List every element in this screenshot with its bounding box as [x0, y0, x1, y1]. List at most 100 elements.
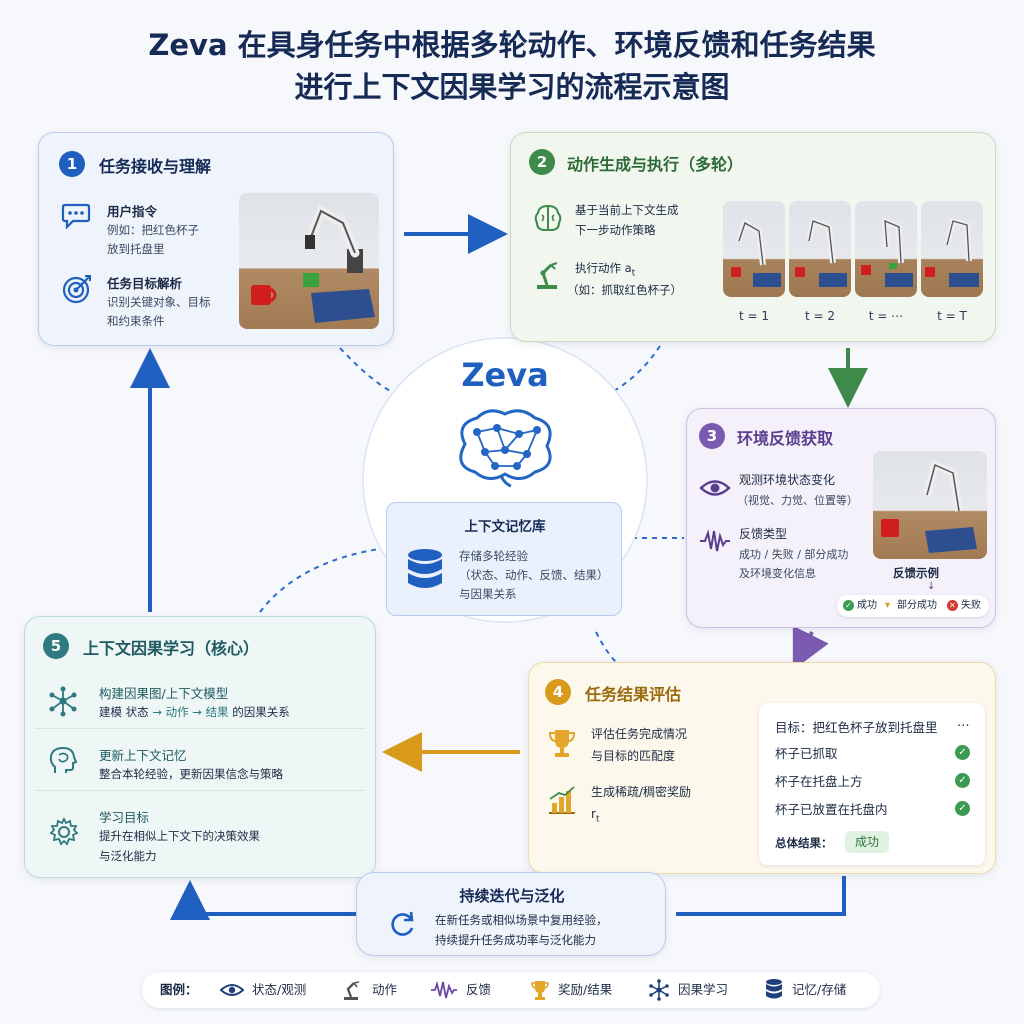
step-3-item-1-title: 观测环境状态变化	[739, 473, 836, 487]
timestep-label-3: t = ⋯	[868, 309, 904, 323]
check-3-icon: ✓	[955, 801, 970, 816]
step-2-card: 2 动作生成与执行（多轮） 基于当前上下文生成 下一步动作策略 执行动作 at …	[510, 132, 996, 342]
step-4-item-1-sub-1: 评估任务完成情况	[591, 727, 688, 741]
step-3-number: 3	[699, 423, 725, 449]
page-title: Zeva 在具身任务中根据多轮动作、环境反馈和任务结果 进行上下文因果学习的流程…	[0, 24, 1024, 108]
reward-symbol: r	[591, 807, 596, 821]
causal-state: 建模 状态	[99, 705, 149, 719]
frame-t1	[723, 201, 785, 297]
waveform-icon	[700, 529, 730, 552]
step-5-number: 5	[43, 633, 69, 659]
frame-t2	[789, 201, 851, 297]
step-1-item-2-sub-1: 识别关键对象、目标	[107, 295, 211, 309]
step-5-card: 5 上下文因果学习（核心） 构建因果图/上下文模型 建模 状态 → 动作 → 结…	[24, 616, 376, 878]
causal-arrow-1: →	[152, 705, 162, 719]
robot-scene-drawing	[251, 204, 375, 323]
step-5-item-1-title: 构建因果图/上下文模型	[99, 686, 229, 701]
continue-loop-left	[170, 880, 356, 920]
title-line-2: 进行上下文因果学习的流程示意图	[294, 70, 730, 104]
step-2-item-2-title-subscript: t	[631, 268, 636, 279]
bar-chart-icon	[549, 786, 575, 814]
step-2-item-2-sub: （如：抓取红色杯子）	[567, 283, 682, 297]
gear-icon	[49, 817, 79, 846]
continue-title: 持续迭代与泛化	[459, 887, 565, 905]
overall-label: 总体结果：	[775, 836, 833, 850]
legend-label: 图例：	[160, 982, 198, 997]
trophy-small-icon: ▾	[885, 600, 891, 611]
memory-box: 上下文记忆库 存储多轮经验 （状态、动作、反馈、结果） 与因果关系	[386, 502, 622, 616]
memory-head-icon	[49, 746, 78, 773]
overall-badge: 成功	[845, 831, 889, 853]
step-4-item-2-sub-2: rt	[591, 805, 599, 829]
badge-partial: 部分成功	[897, 600, 937, 611]
step-3-card: 3 环境反馈获取 观测环境状态变化 （视觉、力觉、位置等） 反馈类型 成功 / …	[686, 408, 996, 628]
target-icon	[62, 275, 91, 304]
refresh-icon	[391, 911, 414, 936]
step-5-item-2-title: 更新上下文记忆	[99, 748, 187, 763]
brain-icon	[459, 409, 552, 488]
legend-item-feedback: 反馈	[466, 982, 492, 997]
timestep-label-4: t = T	[937, 309, 967, 323]
arrow-3-to-4	[792, 625, 829, 671]
legend-item-reward: 奖励/结果	[558, 982, 613, 997]
step-2-item-1-sub-2: 下一步动作策略	[575, 223, 656, 237]
eye-icon	[699, 480, 731, 496]
feedback-badges: ✓ 成功 ▾ 部分成功 ✕ 失败	[837, 595, 989, 617]
step-2-item-2-title: 执行动作 at	[575, 259, 635, 283]
check-2-icon: ✓	[955, 773, 970, 788]
title-line-1: Zeva 在具身任务中根据多轮动作、环境反馈和任务结果	[148, 28, 876, 62]
legend-trophy-icon	[531, 981, 549, 1000]
success-check-icon: ✓	[843, 600, 854, 611]
causal-post: 的因果关系	[232, 705, 290, 719]
check-1-icon: ✓	[955, 745, 970, 760]
timestep-label-1: t = 1	[738, 309, 770, 323]
continue-card: 持续迭代与泛化 在新任务或相似场景中复用经验， 持续提升任务成功率与泛化能力	[356, 872, 666, 956]
legend-eye-icon	[220, 984, 244, 996]
center-name: Zeva	[461, 356, 549, 394]
check-item-2: 杯子在托盘上方	[775, 774, 863, 789]
step-5-item-3-sub-2: 与泛化能力	[99, 849, 157, 863]
frame-tT	[921, 201, 983, 297]
feedback-arrow: ↓	[927, 581, 936, 592]
badge-fail: 失败	[961, 600, 981, 611]
step-4-card: 4 任务结果评估 评估任务完成情况 与目标的匹配度 生成稀疏/稠密奖励 rt 目…	[528, 662, 996, 874]
legend-item-action: 动作	[372, 982, 398, 997]
continue-sub-2: 持续提升任务成功率与泛化能力	[435, 933, 596, 947]
memory-sub-1: 存储多轮经验	[459, 549, 528, 563]
memory-sub-3: 与因果关系	[459, 587, 517, 601]
step-1-number: 1	[59, 151, 85, 177]
robot-arm-icon	[537, 262, 558, 289]
continue-sub-1: 在新任务或相似场景中复用经验，	[435, 913, 608, 927]
step-2-title: 动作生成与执行（多轮）	[567, 155, 744, 174]
step-1-title: 任务接收与理解	[99, 157, 212, 176]
timestep-label-2: t = 2	[804, 309, 836, 323]
causal-graph-icon	[49, 686, 77, 717]
step-5-row-1	[35, 673, 365, 729]
step-1-card: 1 任务接收与理解 用户指令 例如：把红色杯子 放到托盘里 任务目标解析 识别关…	[38, 132, 394, 346]
step-1-item-1-sub-1: 例如：把红色杯子	[107, 223, 199, 237]
frame-tn	[855, 201, 917, 297]
step-5-row-2	[35, 735, 365, 791]
step-1-item-1-title: 用户指令	[107, 204, 158, 219]
step-3-item-2-sub-2: 及环境变化信息	[739, 567, 816, 580]
memory-sub-2: （状态、动作、反馈、结果）	[459, 568, 609, 582]
dash-center-4	[259, 547, 387, 613]
step-1-item-2-sub-2: 和约束条件	[107, 314, 165, 328]
fail-x-icon: ✕	[947, 600, 958, 611]
step-1-item-2-title: 任务目标解析	[107, 276, 183, 291]
step-2-item-1-sub-1: 基于当前上下文生成	[575, 203, 679, 217]
memory-title: 上下文记忆库	[464, 519, 546, 535]
step-5-item-3-sub-1: 提升在相似上下文下的决策效果	[99, 829, 260, 843]
check-item-3: 杯子已放置在托盘内	[775, 802, 888, 817]
step-4-title: 任务结果评估	[585, 685, 682, 704]
step-3-title: 环境反馈获取	[737, 429, 834, 448]
step-1-item-1-sub-2: 放到托盘里	[107, 242, 165, 256]
brain-small-icon	[534, 205, 562, 231]
legend: 图例： 状态/观测 动作 反馈 奖励/结果 因果学习 记忆/存储	[142, 972, 880, 1008]
legend-waveform-icon	[431, 981, 457, 999]
legend-robot-arm-icon	[344, 981, 360, 1000]
step-5-item-3-title: 学习目标	[99, 810, 150, 825]
evaluation-panel: 目标：把红色杯子放到托盘里 ⋯ 杯子已抓取 ✓ 杯子在托盘上方 ✓ 杯子已放置在…	[759, 703, 985, 865]
step-5-item-2-sub: 整合本轮经验，更新因果信念与策略	[99, 767, 283, 781]
step-5-item-1-sub: 建模 状态 → 动作 → 结果 的因果关系	[99, 703, 290, 722]
